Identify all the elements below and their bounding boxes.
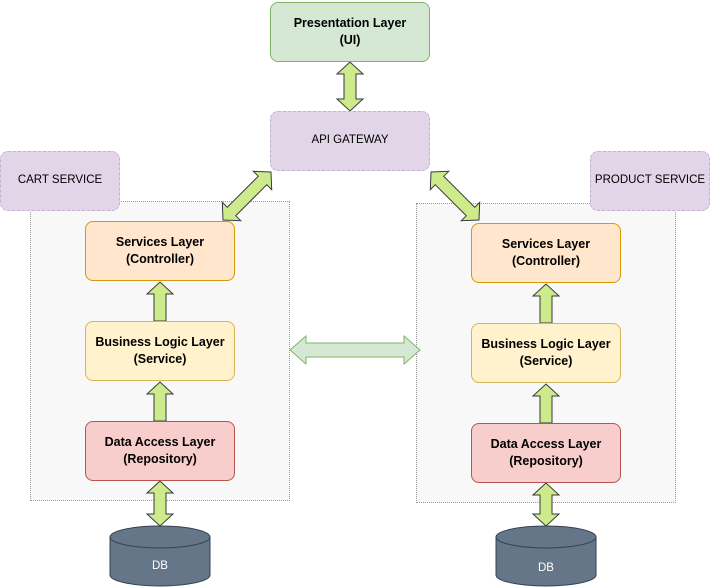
product-business-logic-layer-box: Business Logic Layer (Service) [471, 323, 621, 383]
cart-data-access-layer-subtitle: (Repository) [123, 452, 197, 466]
cart-business-logic-layer-title: Business Logic Layer [95, 335, 225, 350]
cart-services-layer-box: Services Layer (Controller) [85, 221, 235, 281]
product-data-access-layer-box: Data Access Layer (Repository) [471, 423, 621, 483]
cart-business-to-services-arrow [145, 281, 175, 322]
presentation-layer-title: Presentation Layer [293, 16, 407, 31]
product-service-label: PRODUCT SERVICE [594, 174, 706, 187]
presentation-gateway-arrow [335, 61, 365, 112]
product-services-layer-box: Services Layer (Controller) [471, 223, 621, 283]
gateway-cart-arrow [221, 170, 273, 222]
cart-data-to-business-arrow [145, 381, 175, 422]
cart-data-db-arrow [145, 480, 175, 527]
product-data-to-business-arrow [531, 383, 561, 424]
cart-service-label: CART SERVICE [17, 174, 103, 187]
product-db-label: DB [538, 562, 554, 574]
api-gateway-box: API GATEWAY [270, 111, 430, 171]
cart-business-logic-layer-box: Business Logic Layer (Service) [85, 321, 235, 381]
cart-db-cylinder [109, 525, 211, 587]
cart-db-label: DB [152, 560, 168, 572]
cart-services-layer-subtitle: (Controller) [125, 252, 195, 266]
gateway-product-arrow [429, 170, 481, 222]
product-db-cylinder [495, 525, 597, 587]
product-business-to-services-arrow [531, 283, 561, 324]
product-business-logic-layer-title: Business Logic Layer [481, 337, 611, 352]
product-services-layer-title: Services Layer [501, 237, 591, 252]
cart-services-layer-title: Services Layer [115, 235, 205, 250]
cart-business-logic-layer-subtitle: (Service) [133, 352, 187, 366]
inter-service-arrow [289, 334, 421, 366]
product-business-logic-layer-subtitle: (Service) [519, 354, 573, 368]
presentation-layer-subtitle: (UI) [339, 33, 361, 47]
product-data-db-arrow [531, 482, 561, 527]
api-gateway-label: API GATEWAY [311, 134, 389, 147]
product-data-access-layer-subtitle: (Repository) [509, 454, 583, 468]
presentation-layer-box: Presentation Layer (UI) [270, 2, 430, 62]
cart-service-label-box: CART SERVICE [0, 151, 120, 211]
product-services-layer-subtitle: (Controller) [511, 254, 581, 268]
cart-data-access-layer-title: Data Access Layer [104, 435, 216, 450]
cart-data-access-layer-box: Data Access Layer (Repository) [85, 421, 235, 481]
product-data-access-layer-title: Data Access Layer [490, 437, 602, 452]
product-service-label-box: PRODUCT SERVICE [590, 151, 710, 211]
